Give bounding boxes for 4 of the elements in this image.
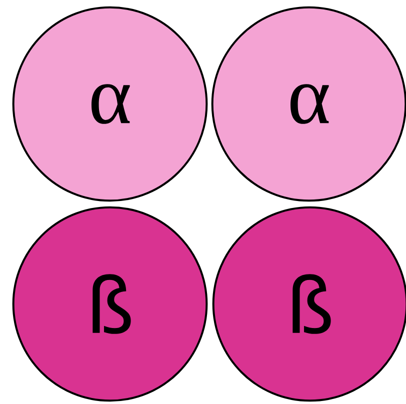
circle-node: ß (212, 206, 406, 402)
circle-node: ß (12, 206, 208, 402)
circle-node: α (12, 6, 208, 202)
circle-node: α (211, 6, 406, 202)
